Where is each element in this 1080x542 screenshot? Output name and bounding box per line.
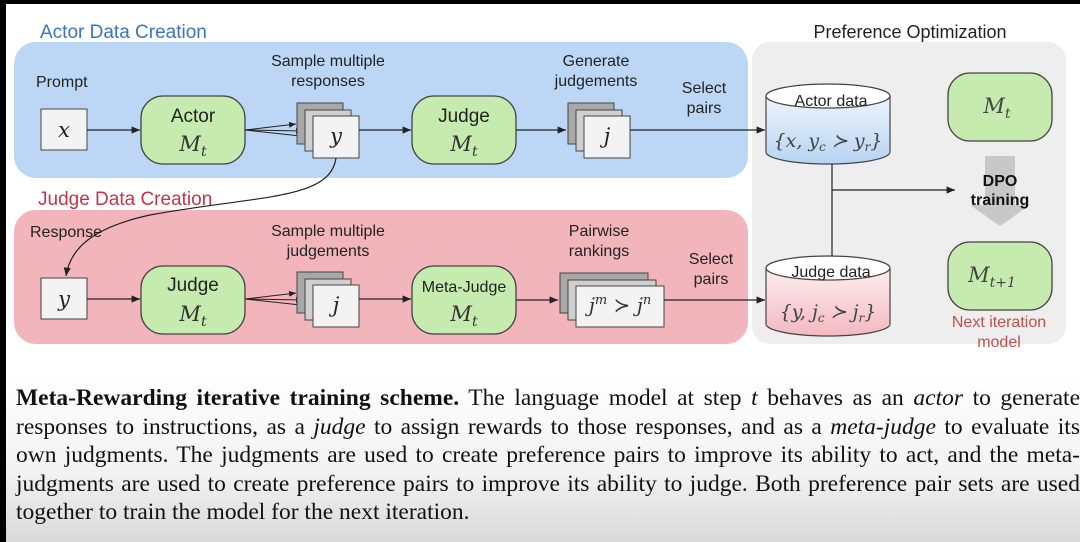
judge2-model-box — [140, 265, 246, 335]
judge2-box-model: Mt — [178, 302, 207, 330]
next-model-box — [947, 241, 1053, 311]
meta-judge-box-label: Meta-Judge — [422, 279, 507, 296]
response-box — [40, 277, 88, 320]
response-label: Response — [30, 224, 102, 241]
prompt-symbol: x — [58, 118, 70, 142]
sample-judgements-label-2: judgements — [286, 243, 370, 260]
prompt-box — [40, 108, 88, 151]
judge-data-cylinder — [765, 255, 891, 337]
judgement-stack — [567, 102, 631, 159]
ranking-stack — [559, 272, 665, 328]
judgement-symbol-2: j — [329, 293, 340, 317]
judge-section-title: Judge Data Creation — [38, 189, 212, 210]
actor-data-set: {x, yc ≻ yr} — [774, 130, 883, 154]
caption-text: to evaluate its own judgments. The judgm… — [16, 413, 1080, 526]
sample-responses-label-1: Sample multiple — [271, 53, 385, 70]
caption-text: The language model at step — [459, 385, 752, 411]
arrow-response-reuse — [63, 157, 337, 277]
meta-rewarding-diagram: Preference Optimization Actor Data Creat… — [14, 22, 1066, 351]
current-model-box — [947, 72, 1053, 142]
select-pairs-label-1: Select — [682, 80, 727, 97]
select-pairs-label-2: pairs — [687, 100, 722, 117]
select-pairs-2-label-2: pairs — [694, 271, 729, 288]
judge-box-model: Mt — [449, 132, 478, 160]
arrow-sample-2 — [244, 127, 304, 134]
select-pairs-2-label-1: Select — [689, 251, 734, 268]
next-iteration-label-2: model — [977, 334, 1021, 351]
caption-title: Meta-Rewarding iterative training scheme… — [16, 385, 460, 411]
actor-data-cylinder — [765, 83, 891, 165]
arrow-sample-j-1 — [244, 290, 297, 300]
actor-data-label: Actor data — [795, 93, 868, 110]
caption-text: to generate responses to instructions, a… — [16, 385, 1080, 440]
response-box-symbol: y — [57, 287, 71, 311]
caption-text: behaves as an — [757, 385, 914, 411]
meta-judge-box-model: Mt — [449, 302, 478, 330]
slide-frame: Preference Optimization Actor Data Creat… — [6, 4, 1080, 542]
judge-data-set: {y, jc ≻ jr} — [780, 301, 877, 325]
dpo-arrow-icon — [970, 156, 1030, 226]
dpo-label-1: DPO — [983, 173, 1018, 190]
judgement-stack-2 — [296, 271, 360, 328]
sample-responses-label-2: responses — [291, 73, 365, 90]
pairwise-label-2: rankings — [569, 243, 629, 260]
actor-box-label: Actor — [171, 106, 216, 127]
caption-judge: judge — [313, 413, 366, 440]
prompt-label: Prompt — [36, 74, 88, 91]
pairwise-label-1: Pairwise — [569, 223, 630, 240]
judge-data-label: Judge data — [791, 264, 870, 281]
generate-judgements-label-1: Generate — [563, 53, 630, 70]
generate-judgements-label-2: judgements — [554, 73, 638, 90]
dpo-label-2: training — [971, 192, 1030, 209]
ranking-expression: jm ≻ jn — [585, 293, 652, 317]
current-model-label: Mt — [982, 94, 1011, 122]
response-stack — [296, 102, 360, 159]
arrow-sample-j-2 — [244, 296, 304, 303]
judgement-symbol: j — [600, 124, 611, 148]
sample-judgements-label-1: Sample multiple — [271, 223, 385, 240]
next-iteration-label-1: Next iteration — [952, 314, 1046, 331]
judge-box-label: Judge — [438, 106, 490, 127]
arrow-sample-1 — [244, 121, 297, 131]
actor-box-model: Mt — [178, 132, 207, 160]
preference-title: Preference Optimization — [813, 22, 1006, 42]
figure-caption: Meta-Rewarding iterative training scheme… — [16, 384, 1080, 527]
caption-text: to assign rewards to those responses, an… — [365, 413, 831, 440]
judge2-box-label: Judge — [167, 275, 219, 296]
caption-step-var: t — [751, 385, 758, 411]
actor-section-title: Actor Data Creation — [40, 22, 207, 43]
next-model-label: Mt+1 — [967, 263, 1016, 291]
response-symbol: y — [329, 124, 343, 148]
caption-meta-judge: meta-judge — [830, 413, 936, 440]
caption-actor: actor — [913, 385, 963, 411]
